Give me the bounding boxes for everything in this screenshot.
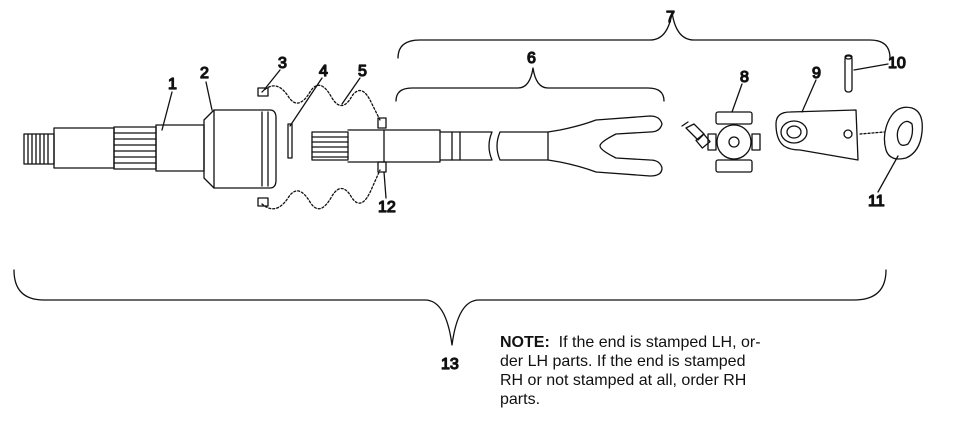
boot-clamp-outer-lower	[257, 197, 269, 207]
note-line-4: parts.	[500, 391, 541, 408]
callout-9: 9	[812, 65, 821, 82]
boot-clamp-outer	[257, 87, 269, 97]
drive-yoke	[775, 109, 859, 161]
callout-1: 1	[168, 76, 177, 93]
u-joint-cross	[707, 111, 761, 173]
callout-7: 7	[666, 9, 675, 26]
bracket-13	[13, 269, 887, 346]
note-line-1: NOTE: If the end is stamped LH, or-	[500, 333, 800, 352]
leader-lines	[161, 63, 899, 199]
bracket-7	[397, 11, 891, 59]
cv-boot	[261, 84, 381, 210]
shaft-yoke	[496, 115, 663, 177]
callout-13: 13	[441, 356, 459, 373]
note-line-2: der LH parts. If the end is stamped	[500, 353, 746, 370]
stub-shaft	[23, 124, 205, 172]
callout-8: 8	[740, 69, 749, 86]
grease-fitting	[681, 121, 711, 149]
note-text-1: If the end is stamped LH, or-	[558, 334, 761, 351]
ordering-note: NOTE: If the end is stamped LH, or- der …	[500, 333, 800, 409]
note-label: NOTE:	[500, 334, 550, 351]
callout-12: 12	[378, 199, 396, 216]
callout-4: 4	[319, 63, 328, 80]
note-line-3: RH or not stamped at all, order RH	[500, 372, 747, 389]
cv-joint-housing	[203, 109, 277, 189]
retainer-plate	[859, 106, 923, 160]
callout-6: 6	[527, 50, 536, 67]
callout-2: 2	[200, 65, 209, 82]
bracket-6	[395, 67, 665, 102]
boot-clamp-inner	[377, 117, 387, 129]
callout-5: 5	[358, 63, 367, 80]
callout-10: 10	[888, 55, 906, 72]
shaft-tube	[311, 129, 493, 163]
roll-pin	[844, 54, 853, 93]
snap-ring	[287, 123, 293, 159]
callout-11: 11	[868, 193, 885, 210]
callout-3: 3	[278, 55, 287, 72]
